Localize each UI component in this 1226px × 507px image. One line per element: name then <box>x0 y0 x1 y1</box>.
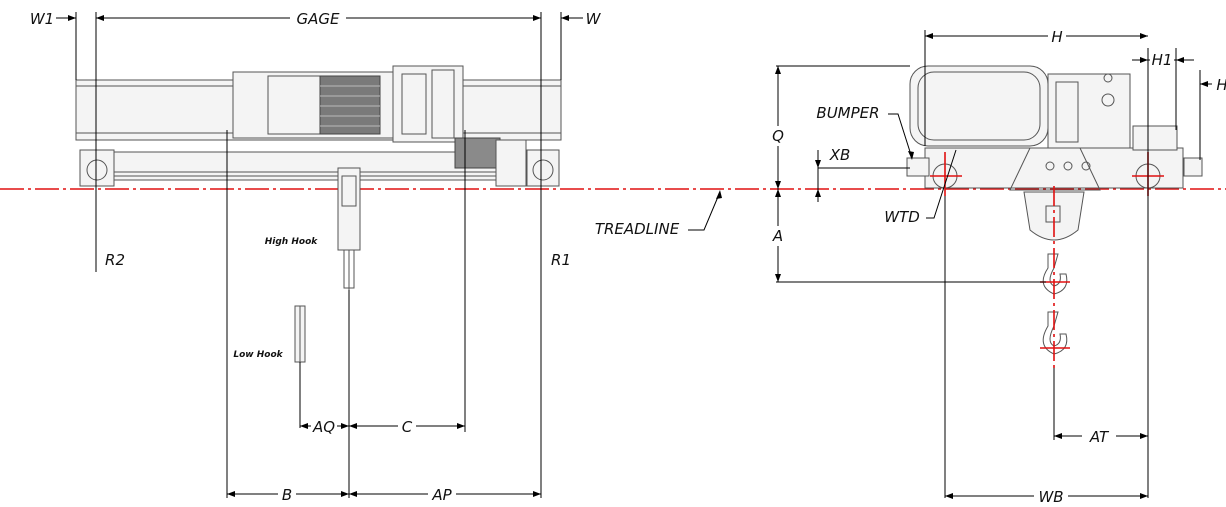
gearbox-lower <box>454 137 501 169</box>
gage-label: GAGE <box>297 10 341 28</box>
treadline-label: TREADLINE <box>595 220 680 238</box>
side-hook-block <box>1023 191 1085 241</box>
gearbox-plate <box>1047 73 1131 153</box>
w1-label: W1 <box>30 10 54 28</box>
low-hook-label: Low Hook <box>233 350 283 360</box>
wtd-label: WTD <box>884 208 920 226</box>
high-hook-block <box>337 167 361 251</box>
gearbox <box>392 65 464 143</box>
right-wheel <box>532 159 554 181</box>
q-label: Q <box>772 127 784 145</box>
left-wheel <box>86 159 108 181</box>
xb-label: XB <box>829 146 851 164</box>
at-label: AT <box>1089 428 1110 446</box>
h-partial-label: H <box>1216 76 1226 94</box>
h-label: H <box>1051 28 1062 46</box>
a-label: A <box>772 227 783 245</box>
wb-label: WB <box>1038 488 1063 506</box>
aq-label: AQ <box>312 418 335 436</box>
r1-label: R1 <box>551 251 571 269</box>
right-wheel-housing <box>526 149 560 187</box>
front-view: GAGE W1 W R2 R1 High Hook Low Hook AQ C … <box>30 8 602 504</box>
bumper-label: BUMPER <box>816 104 879 122</box>
bumper-right <box>1183 157 1203 177</box>
motor-left <box>267 75 321 135</box>
high-hook-label: High Hook <box>265 237 318 247</box>
motor-cowl <box>909 65 1049 147</box>
drum-grooves <box>319 75 381 135</box>
treadline-callout: TREADLINE <box>595 190 722 238</box>
w-label: W <box>586 10 602 28</box>
ap-label: AP <box>431 486 452 504</box>
side-high-hook <box>1042 253 1068 295</box>
bumper <box>906 157 930 177</box>
b-label: B <box>282 486 292 504</box>
h1-label: H1 <box>1152 51 1173 69</box>
side-view: H H1 H BUMPER Q XB WTD <box>768 27 1226 506</box>
left-wheel-housing <box>79 149 115 187</box>
r2-label: R2 <box>105 251 125 269</box>
c-label: C <box>402 418 413 436</box>
